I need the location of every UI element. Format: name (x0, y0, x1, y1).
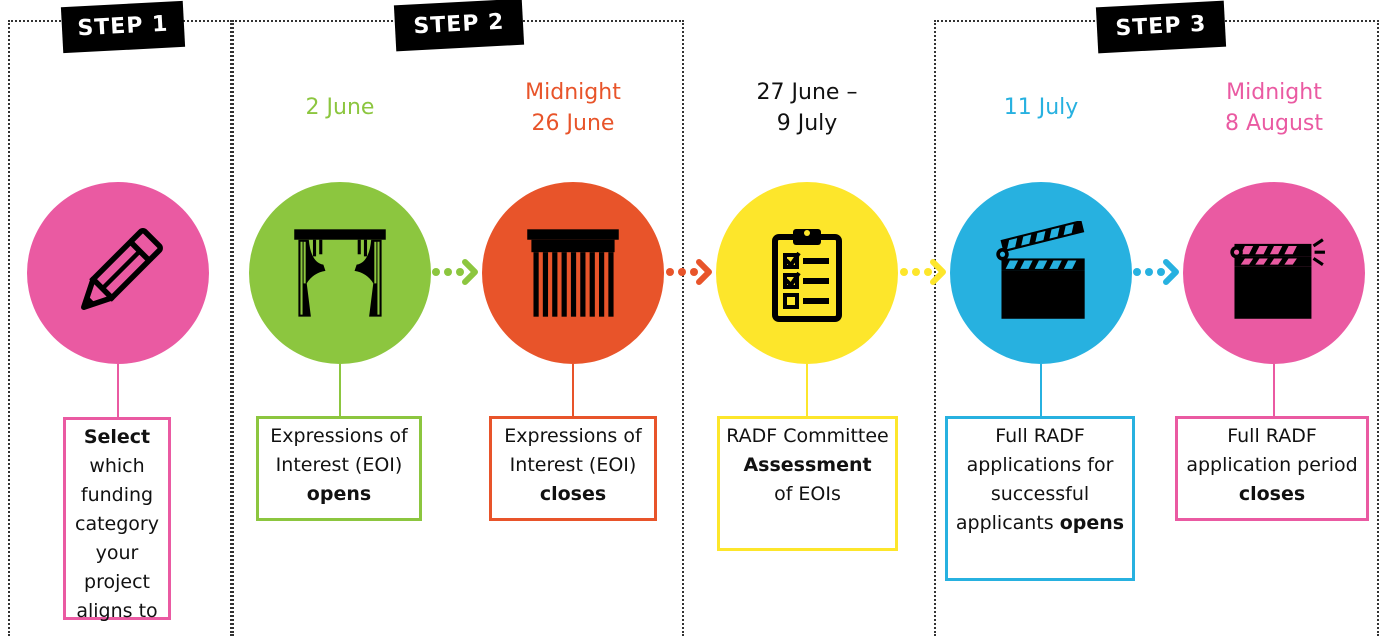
circle-applications-open (950, 182, 1132, 364)
step1-badge: STEP 1 (60, 0, 186, 54)
connector-assessment (806, 364, 808, 416)
date-applications-close-line1: Midnight (1226, 80, 1322, 105)
connector-applications-open (1040, 364, 1042, 416)
date-eoi-closes-line2: 26 June (531, 111, 615, 136)
circle-assessment (716, 182, 898, 364)
circle-eoi-closes (482, 182, 664, 364)
box-assessment-bold: Assessment (743, 454, 872, 476)
date-eoi-closes-line1: Midnight (525, 80, 621, 105)
step3-badge: STEP 3 (1095, 0, 1227, 54)
connector-eoi-closes (572, 364, 574, 416)
circle-applications-close (1183, 182, 1365, 364)
clapperboard-closed-icon (1230, 238, 1325, 319)
clapperboard-open-icon (996, 221, 1085, 319)
date-applications-open: 11 July (941, 92, 1141, 123)
date-applications-open-line1: 11 July (1003, 95, 1079, 120)
open-curtain-icon (294, 229, 386, 317)
arrow-blue (1133, 259, 1179, 285)
date-applications-close-line2: 8 August (1225, 111, 1323, 136)
box-eoi-opens-text: Expressions of Interest (EOI) (270, 425, 408, 476)
box-applications-close-text: Full RADF application period (1186, 425, 1358, 476)
box-assessment-text: RADF Committee (726, 425, 889, 447)
clipboard-checklist-icon (772, 229, 842, 322)
step2-badge: STEP 2 (393, 0, 525, 52)
arrow-green (432, 259, 478, 285)
arrow-orange (666, 259, 712, 285)
date-eoi-opens: 2 June (240, 92, 440, 123)
box-select-bold: Select (83, 426, 151, 448)
box-assessment-after: of EOIs (774, 483, 841, 505)
box-applications-close-bold: closes (1238, 483, 1306, 505)
box-assessment: RADF Committee Assessment of EOIs (717, 416, 898, 551)
connector-eoi-opens (339, 364, 341, 416)
box-applications-open-text: Full RADF applications for successful ap… (955, 425, 1114, 534)
box-eoi-opens: Expressions of Interest (EOI) opens (256, 416, 422, 521)
date-assessment-line2: 9 July (776, 111, 838, 136)
box-applications-open-bold: opens (1059, 512, 1125, 534)
connector-select (117, 364, 119, 418)
arrow-yellow (900, 259, 946, 285)
box-eoi-closes-bold: closes (539, 483, 607, 505)
date-assessment: 27 June – 9 July (707, 77, 907, 139)
date-assessment-line1: 27 June – (756, 80, 858, 105)
connector-applications-close (1273, 364, 1275, 416)
date-eoi-closes: Midnight 26 June (473, 77, 673, 139)
box-eoi-closes-text: Expressions of Interest (EOI) (504, 425, 642, 476)
box-select-text: which funding category your project alig… (75, 455, 159, 622)
box-select: Select which funding category your proje… (63, 417, 171, 622)
closed-curtain-icon (527, 229, 619, 317)
date-eoi-opens-line1: 2 June (305, 95, 375, 120)
box-applications-close: Full RADF application period closes (1175, 416, 1369, 521)
box-eoi-opens-bold: opens (306, 483, 372, 505)
circle-select (27, 182, 209, 364)
pencil-icon (81, 228, 163, 310)
circle-eoi-opens (249, 182, 431, 364)
box-eoi-closes: Expressions of Interest (EOI) closes (489, 416, 657, 521)
box-applications-open: Full RADF applications for successful ap… (945, 416, 1135, 581)
date-applications-close: Midnight 8 August (1174, 77, 1374, 139)
